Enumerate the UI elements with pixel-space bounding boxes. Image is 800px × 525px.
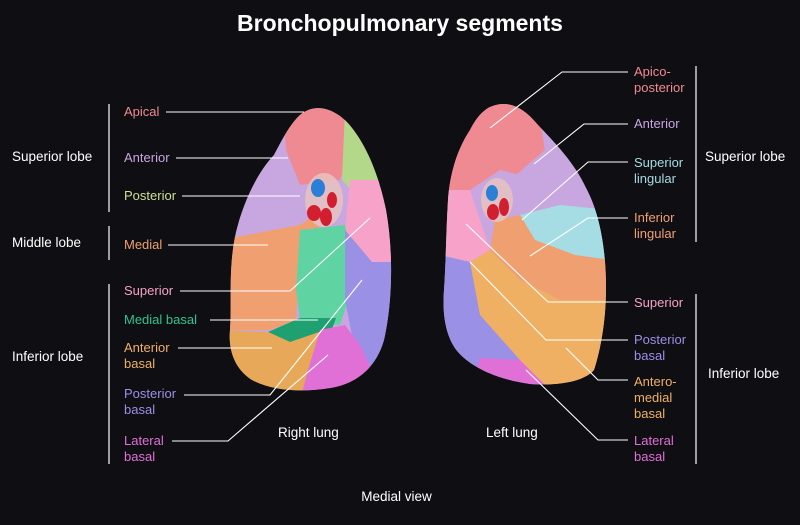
- right-inferior-lobe-label: Inferior lobe: [12, 349, 84, 364]
- leader-superior-l: [465, 223, 628, 303]
- segment-label-posterior-basal-left: Posterior basal: [634, 332, 687, 363]
- leader-apico-posterior: [489, 71, 628, 129]
- left-inferior-lingular-segment: [490, 215, 606, 300]
- page-title: Bronchopulmonary segments: [237, 10, 563, 36]
- leader-posterior-basal-l: [469, 261, 628, 341]
- left-lateral-basal-segment: [470, 358, 555, 385]
- segment-label-anterior-left: Anterior: [634, 116, 680, 131]
- segment-label-anterior: Anterior: [124, 150, 170, 165]
- left-inferior-lobe-label: Inferior lobe: [708, 366, 780, 381]
- segment-label-lateral-basal-left: Lateral basal: [634, 433, 674, 464]
- right-lung-caption: Right lung: [278, 425, 339, 440]
- segment-label-medial: Medial: [124, 237, 163, 252]
- view-caption: Medial view: [361, 489, 432, 504]
- leader-superior-lingular: [521, 161, 628, 221]
- right-apical-segment: [282, 108, 352, 185]
- left-vessel-icon: [499, 198, 509, 216]
- segment-label-posterior: Posterior: [124, 188, 177, 203]
- segment-label-posterior-basal: Posterior basal: [124, 386, 177, 417]
- left-bronchus-icon: [486, 185, 498, 201]
- left-lung-caption: Left lung: [486, 425, 538, 440]
- segment-label-anterior-basal: Anterior basal: [124, 340, 170, 371]
- right-lung: [229, 108, 392, 391]
- segment-label-superior-lingular: Superior lingular: [634, 155, 684, 186]
- segment-label-apico-posterior: Apico-posterior: [634, 64, 685, 95]
- right-vessel-icon: [307, 205, 321, 221]
- segment-label-superior-left: Superior: [634, 295, 684, 310]
- right-superior-lobe-label: Superior lobe: [12, 149, 93, 164]
- leader-superior-r: [180, 217, 371, 292]
- right-vessel-icon: [327, 192, 337, 208]
- left-superior-lobe-label: Superior lobe: [705, 149, 786, 164]
- left-superior-segment: [443, 190, 490, 262]
- leader-anteromedial-basal: [565, 347, 628, 381]
- left-posterior-basal-segment: [443, 255, 520, 370]
- segment-label-anteromedial-basal: Antero-medial basal: [634, 374, 677, 421]
- left-anteromedial-basal-segment: [470, 250, 606, 385]
- right-vessel-icon: [320, 208, 332, 226]
- leader-inferior-lingular: [529, 217, 628, 257]
- leader-anterior-l: [533, 123, 628, 165]
- right-middle-lobe-label: Middle lobe: [12, 235, 82, 250]
- right-medial-segment: [229, 215, 320, 330]
- segment-label-apical: Apical: [124, 104, 160, 119]
- segment-label-inferior-lingular: Inferior lingular: [634, 210, 676, 241]
- right-bronchus-icon: [311, 179, 325, 197]
- right-medial-basal-segment: [296, 225, 355, 325]
- leader-lateral-basal-l: [525, 369, 628, 441]
- segment-label-superior: Superior: [124, 283, 174, 298]
- leader-lateral-basal-r: [172, 354, 329, 442]
- left-lung: [443, 104, 606, 385]
- left-vessel-icon: [487, 204, 499, 220]
- leader-posterior-basal-r: [184, 279, 363, 396]
- segment-label-lateral-basal: Lateral basal: [124, 433, 164, 464]
- segment-label-medial-basal: Medial basal: [124, 312, 197, 327]
